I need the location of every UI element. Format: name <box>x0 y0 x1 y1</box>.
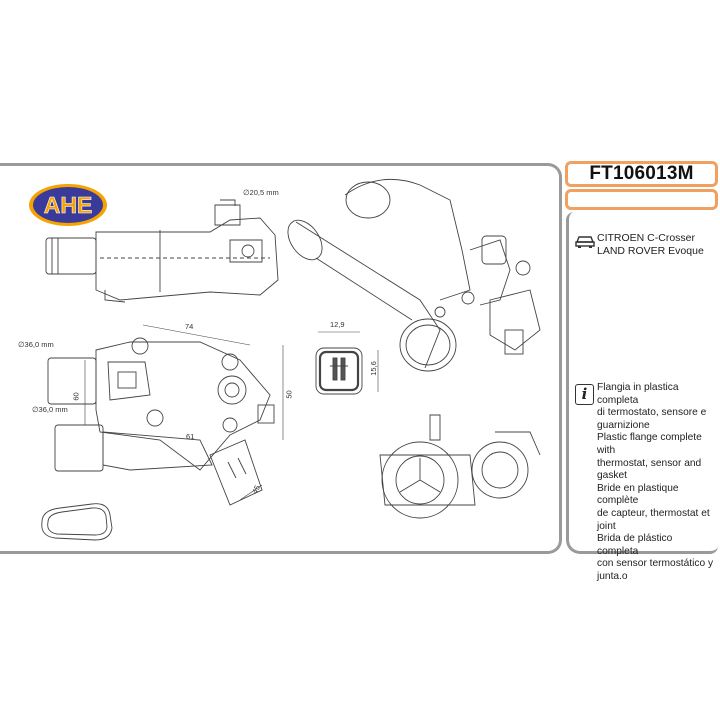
description-line: Brida de plástico completa <box>597 533 673 557</box>
side-view-drawing <box>45 199 279 303</box>
description-line: Flangia in plastica completa <box>597 382 679 406</box>
dimension-60: 60 <box>71 392 81 401</box>
dimension-diameter-36-bottom: ∅36,0 mm <box>32 405 68 414</box>
dimension-diameter-20-5: ∅20,5 mm <box>243 188 279 197</box>
logo-text: AHE <box>44 192 93 218</box>
part-subcode-box <box>565 189 718 210</box>
description-line: guarnizione <box>597 419 650 431</box>
vehicle-line-1: CITROEN C-Crosser <box>597 232 696 244</box>
connector-detail-drawing <box>315 331 379 395</box>
part-code: FT106013M <box>565 161 718 187</box>
description-line: Plastic flange complete with <box>597 432 702 456</box>
dimension-50: 50 <box>284 390 294 399</box>
description-line: thermostat, sensor and <box>597 457 702 469</box>
dimension-12-9: 12,9 <box>330 320 345 329</box>
ahe-logo: AHE <box>29 184 107 226</box>
dimension-diameter-36-top: ∅36,0 mm <box>18 340 54 349</box>
description-line: con sensor termostático y <box>597 558 714 570</box>
description-line: Bride en plastique complète <box>597 482 679 507</box>
description-line: de capteur, thermostat et <box>597 507 710 519</box>
info-icon: i <box>575 384 594 405</box>
gasket-drawing <box>41 503 113 541</box>
line-drawings <box>41 178 541 541</box>
dimension-74: 74 <box>185 322 194 331</box>
info-panel <box>566 212 718 554</box>
front-view-drawing <box>47 324 284 506</box>
vehicle-line-2: LAND ROVER Evoque <box>597 245 704 257</box>
description-line: joint <box>597 520 616 532</box>
description-line: gasket <box>597 470 628 482</box>
dimension-61: 61 <box>186 432 195 441</box>
description-line: junta.o <box>597 570 628 582</box>
bottom-view-drawing <box>379 414 541 519</box>
description-line: di termostato, sensore e <box>597 407 707 419</box>
isometric-view-drawing <box>287 178 541 372</box>
dimension-15-6: 15,6 <box>368 361 378 376</box>
car-icon <box>575 236 595 248</box>
